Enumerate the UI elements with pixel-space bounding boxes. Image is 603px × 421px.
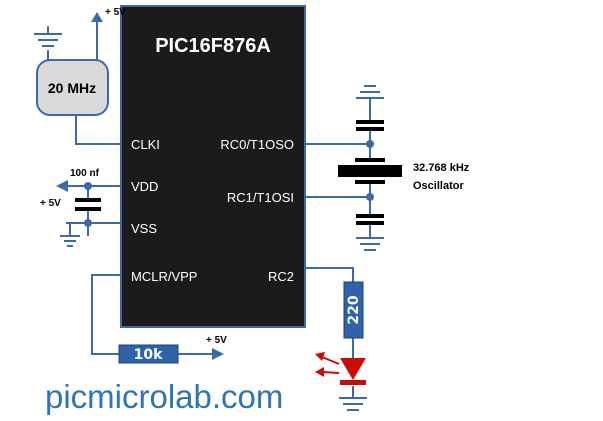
osc-crystal-plate-bottom (355, 180, 385, 184)
pin-rc1: RC1/T1OSI (227, 190, 294, 205)
ground-led-icon (339, 397, 367, 411)
crystal-label: 20 MHz (48, 80, 96, 96)
osc-cap-bottom-plate-a (356, 214, 384, 218)
supply-bottom-label: + 5V (206, 335, 227, 346)
resistor-220-label: 220 (346, 295, 362, 324)
osc-crystal-plate-top (355, 158, 385, 162)
resistor-10k-label: 10k (134, 347, 163, 363)
watermark-text: picmicrolab.com (45, 378, 283, 415)
ground-osc-bottom-icon (356, 237, 384, 251)
chip-body (120, 5, 306, 328)
oscillator-32k: 32.768 kHz Oscillator (338, 85, 470, 251)
supply-top-label: + 5V (105, 7, 126, 18)
junction-vdd (84, 182, 92, 190)
supply-left-label: + 5V (40, 198, 61, 209)
junction-rc0 (366, 140, 374, 148)
resistor-220-body (343, 281, 364, 339)
resistor-10k: 10k + 5V (118, 335, 227, 364)
cap-plate-top (75, 198, 101, 202)
osc-crystal-body (338, 165, 402, 177)
led-bar (340, 380, 366, 385)
cap-label: 100 nf (70, 168, 100, 179)
pin-rc2: RC2 (268, 269, 294, 284)
wire-crystal-clki (75, 115, 121, 145)
microcontroller: PIC16F876A CLKI VDD VSS MCLR/VPP RC0/T1O… (120, 5, 306, 328)
crystal-20mhz: 20 MHz (36, 59, 109, 116)
osc-freq-label: 32.768 kHz (413, 162, 470, 174)
osc-cap-top-plate-a (356, 120, 384, 124)
junction-vss (84, 219, 92, 227)
resistor-10k-body (118, 344, 179, 364)
wire-rc2 (305, 267, 354, 282)
arrow-right-icon (212, 348, 224, 360)
arrow-up-icon (91, 12, 103, 22)
ground-osc-top-icon (356, 85, 384, 99)
led-circuit: 220 (315, 281, 367, 411)
ground-left-icon (60, 235, 80, 247)
wire-mclr (91, 274, 121, 355)
osc-cap-bottom-plate-b (356, 221, 384, 225)
cap-plate-bottom (75, 207, 101, 211)
light-emission-icon (321, 356, 340, 374)
osc-cap-top-plate-b (356, 127, 384, 131)
crystal-body (36, 59, 109, 116)
pin-clki: CLKI (131, 137, 160, 152)
arrow-left-icon (56, 180, 68, 192)
decoupling-capacitor: 100 nf + 5V (40, 168, 101, 247)
supply-top: + 5V (91, 7, 126, 22)
emission-arrow-icon (315, 367, 324, 377)
pin-mclr: MCLR/VPP (131, 269, 197, 284)
led-icon (340, 358, 366, 380)
chip-name: PIC16F876A (155, 35, 271, 57)
junction-rc1 (366, 193, 374, 201)
emission-arrow-icon (315, 352, 325, 361)
pin-vdd: VDD (131, 179, 158, 194)
pin-vss: VSS (131, 221, 157, 236)
osc-name-label: Oscillator (413, 180, 464, 192)
pin-rc0: RC0/T1OSO (220, 137, 294, 152)
ground-top-icon (34, 26, 62, 47)
